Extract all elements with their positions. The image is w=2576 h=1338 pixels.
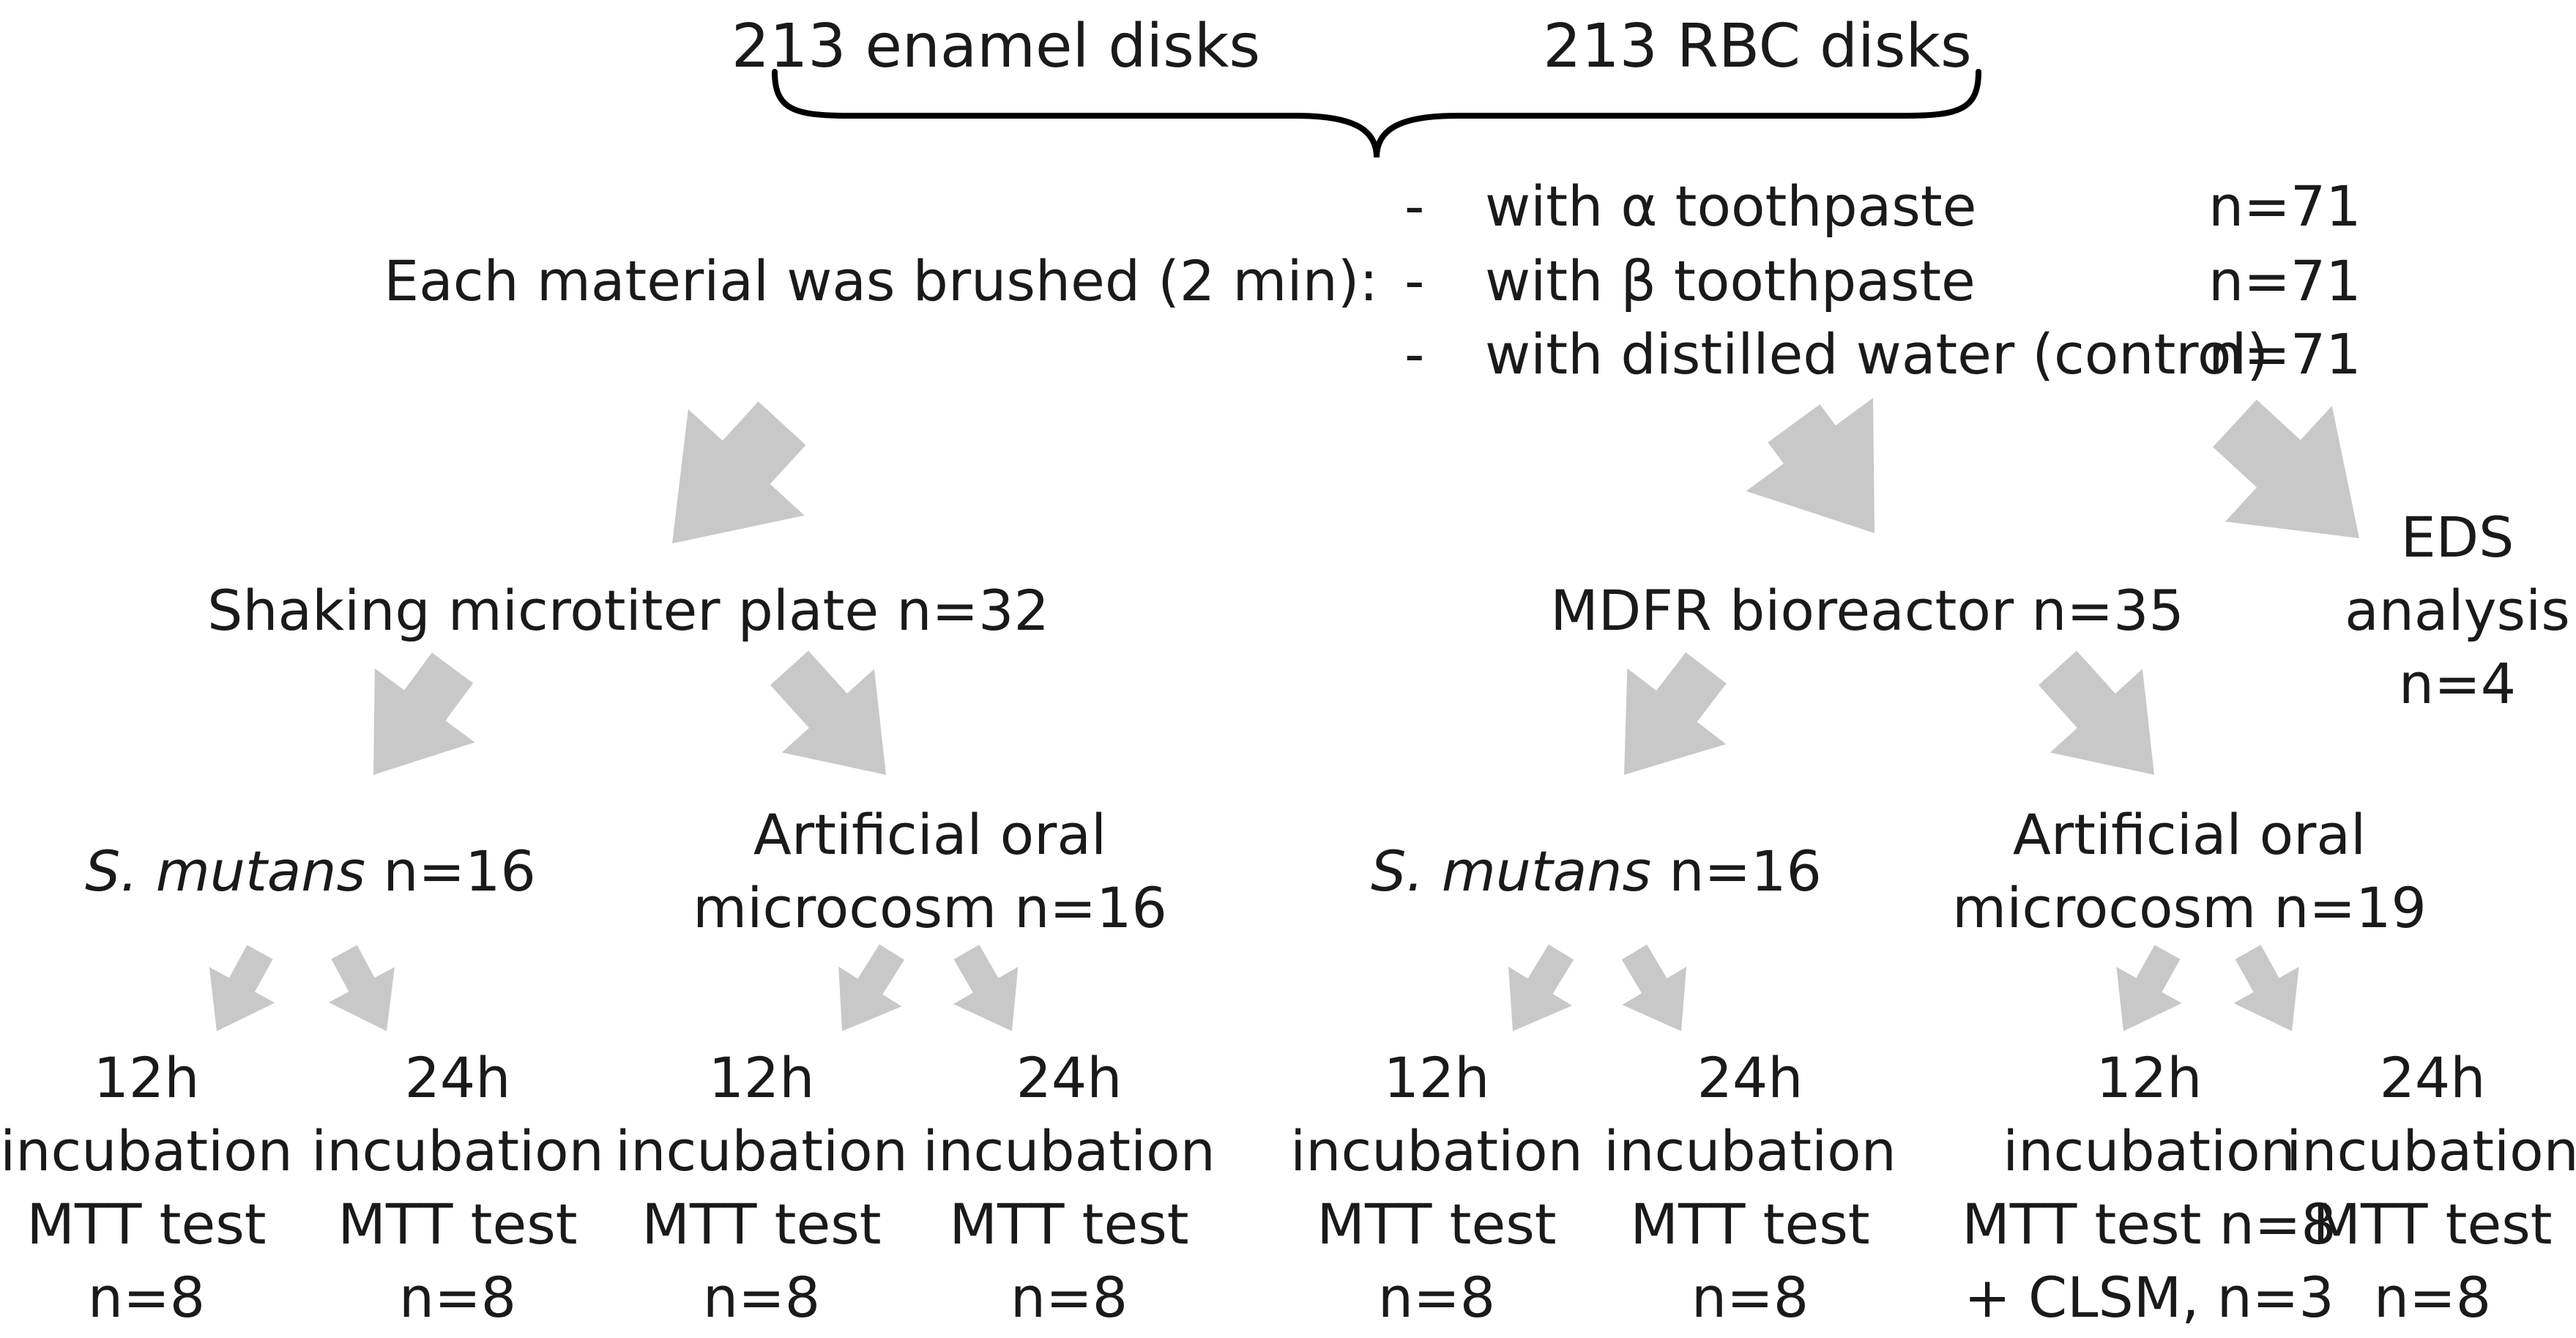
- top-brace: [772, 69, 1981, 158]
- leaf-4-line-1: 24h: [1016, 1045, 1123, 1110]
- arrow-to-mdfr-smutans: [1624, 652, 1727, 775]
- bullet: -: [1404, 322, 1425, 387]
- bullet: -: [1404, 248, 1425, 313]
- leaf-1-line-2: incubation: [0, 1118, 293, 1183]
- group-count: n=16: [383, 839, 536, 904]
- leaf-5-line-1: 12h: [1383, 1045, 1490, 1110]
- brushing-n-beta: n=71: [2208, 248, 2361, 313]
- leaf-8-line-4: n=8: [2373, 1265, 2492, 1330]
- species-name: S. mutans: [1371, 839, 1652, 904]
- brushing-item-alpha: with α toothpaste: [1485, 174, 1977, 239]
- arrow-to-leaf-5: [1508, 944, 1574, 1031]
- leaf-1-line-1: 12h: [93, 1045, 200, 1110]
- leaf-7-line-4: + CLSM, n=3: [1964, 1265, 2334, 1330]
- arrow-to-plate: [672, 401, 806, 543]
- leaf-8-line-3: MTT test: [2312, 1192, 2553, 1257]
- group-mdfr-microcosm-line-1: Artificial oral: [2012, 802, 2367, 867]
- leaf-6-line-1: 24h: [1697, 1045, 1803, 1110]
- leaf-6-line-3: MTT test: [1630, 1192, 1870, 1257]
- leaf-7-line-1: 12h: [2096, 1045, 2203, 1110]
- leaf-6-line-2: incubation: [1604, 1118, 1896, 1183]
- leaf-5-line-3: MTT test: [1317, 1192, 1557, 1257]
- eds-line-2: analysis: [2345, 578, 2570, 643]
- arrow-to-plate-microcosm: [770, 650, 886, 775]
- leaf-7-line-3: MTT test n=8: [1962, 1192, 2337, 1257]
- brushing-n-alpha: n=71: [2208, 174, 2361, 239]
- brushing-item-control: with distilled water (control): [1485, 322, 2269, 387]
- brushing-item-beta: with β toothpaste: [1485, 248, 1976, 313]
- brushing-label: Each material was brushed (2 min):: [384, 248, 1378, 313]
- arrow-to-mdfr-microcosm: [2039, 650, 2154, 775]
- arrow-to-eds: [2213, 399, 2359, 538]
- group-count: n=16: [1669, 839, 1822, 904]
- leaf-7-line-2: incubation: [2003, 1118, 2296, 1183]
- arrow-to-plate-smutans: [373, 653, 475, 775]
- eds-line-1: EDS: [2400, 505, 2514, 570]
- branch-mdfr-bioreactor: MDFR bioreactor n=35: [1550, 578, 2184, 643]
- group-plate-microcosm-line-1: Artificial oral: [753, 802, 1107, 867]
- leaf-1-line-3: MTT test: [26, 1192, 267, 1257]
- group-plate-microcosm-line-2: microcosm n=16: [693, 875, 1167, 940]
- leaf-5-line-2: incubation: [1290, 1118, 1583, 1183]
- leaf-3-line-2: incubation: [615, 1118, 908, 1183]
- arrow-to-mdfr: [1746, 398, 1875, 533]
- leaf-6-line-4: n=8: [1691, 1265, 1809, 1330]
- leaf-5-line-4: n=8: [1377, 1265, 1496, 1330]
- group-plate-smutans: S. mutans n=16: [85, 835, 536, 908]
- leaf-2-line-1: 24h: [404, 1045, 511, 1110]
- arrow-to-leaf-2: [329, 945, 395, 1031]
- branch-shaking-plate: Shaking microtiter plate n=32: [207, 578, 1049, 643]
- leaf-8-line-2: incubation: [2286, 1118, 2576, 1183]
- group-mdfr-microcosm-line-2: microcosm n=19: [1952, 875, 2427, 940]
- leaf-2-line-3: MTT test: [338, 1192, 578, 1257]
- arrow-to-leaf-1: [209, 945, 275, 1031]
- leaf-4-line-2: incubation: [923, 1118, 1216, 1183]
- species-name: S. mutans: [85, 839, 366, 904]
- brushing-n-control: n=71: [2208, 322, 2361, 387]
- header-enamel: 213 enamel disks: [731, 12, 1261, 81]
- arrow-to-leaf-4: [953, 945, 1019, 1031]
- arrow-to-leaf-3: [838, 944, 904, 1031]
- header-rbc: 213 RBC disks: [1543, 12, 1972, 81]
- leaf-1-line-4: n=8: [87, 1265, 206, 1330]
- leaf-3-line-4: n=8: [702, 1265, 821, 1330]
- leaf-3-line-1: 12h: [708, 1045, 815, 1110]
- eds-line-3: n=4: [2398, 651, 2517, 716]
- arrow-to-leaf-7: [2116, 945, 2182, 1031]
- leaf-2-line-4: n=8: [398, 1265, 517, 1330]
- bullet: -: [1404, 174, 1425, 239]
- group-mdfr-smutans: S. mutans n=16: [1371, 835, 1822, 908]
- leaf-3-line-3: MTT test: [641, 1192, 882, 1257]
- leaf-8-line-1: 24h: [2379, 1045, 2486, 1110]
- arrow-to-leaf-8: [2233, 945, 2299, 1031]
- leaf-2-line-2: incubation: [311, 1118, 604, 1183]
- leaf-4-line-4: n=8: [1010, 1265, 1128, 1330]
- arrow-to-leaf-6: [1621, 944, 1687, 1031]
- leaf-4-line-3: MTT test: [949, 1192, 1189, 1257]
